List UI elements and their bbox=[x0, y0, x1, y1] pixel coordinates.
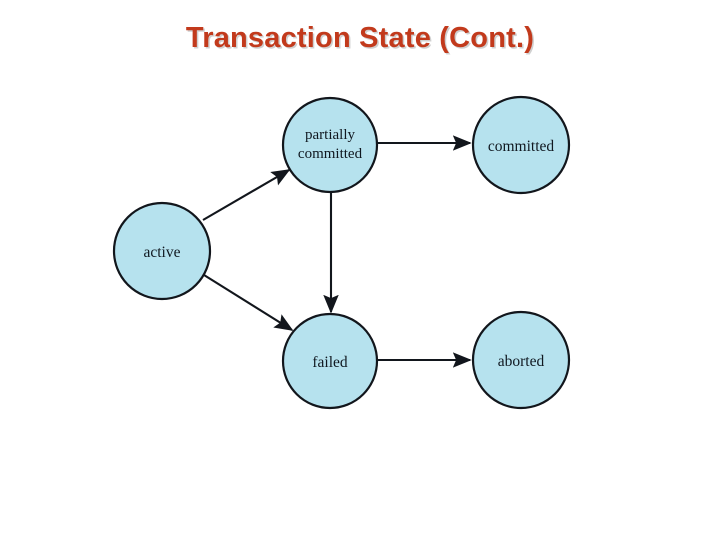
state-node-active[interactable]: active bbox=[112, 201, 212, 301]
state-label-active: active bbox=[143, 244, 180, 261]
diagram-edges bbox=[202, 135, 472, 368]
diagram-nodes: active partially committed committed fai… bbox=[112, 95, 571, 410]
state-node-aborted[interactable]: aborted bbox=[471, 310, 571, 410]
edge-active-to-partially-committed bbox=[202, 169, 291, 221]
state-label-partially-committed-line2: committed bbox=[298, 146, 363, 162]
state-label-failed: failed bbox=[312, 354, 348, 371]
state-circle-aborted[interactable] bbox=[471, 310, 571, 410]
state-circle-partially-committed[interactable] bbox=[281, 96, 379, 194]
state-circle-committed[interactable] bbox=[471, 95, 571, 195]
state-node-partially-committed[interactable]: partially committed bbox=[281, 96, 379, 194]
state-node-failed[interactable]: failed bbox=[281, 312, 379, 410]
edge-active-to-failed bbox=[203, 274, 294, 331]
state-label-committed: committed bbox=[488, 138, 555, 155]
state-label-aborted: aborted bbox=[498, 353, 545, 370]
state-circle-active[interactable] bbox=[112, 201, 212, 301]
state-node-committed[interactable]: committed bbox=[471, 95, 571, 195]
state-circle-failed[interactable] bbox=[281, 312, 379, 410]
page-title: Transaction State (Cont.) bbox=[185, 22, 535, 54]
state-label-partially-committed-line1: partially bbox=[305, 127, 355, 143]
